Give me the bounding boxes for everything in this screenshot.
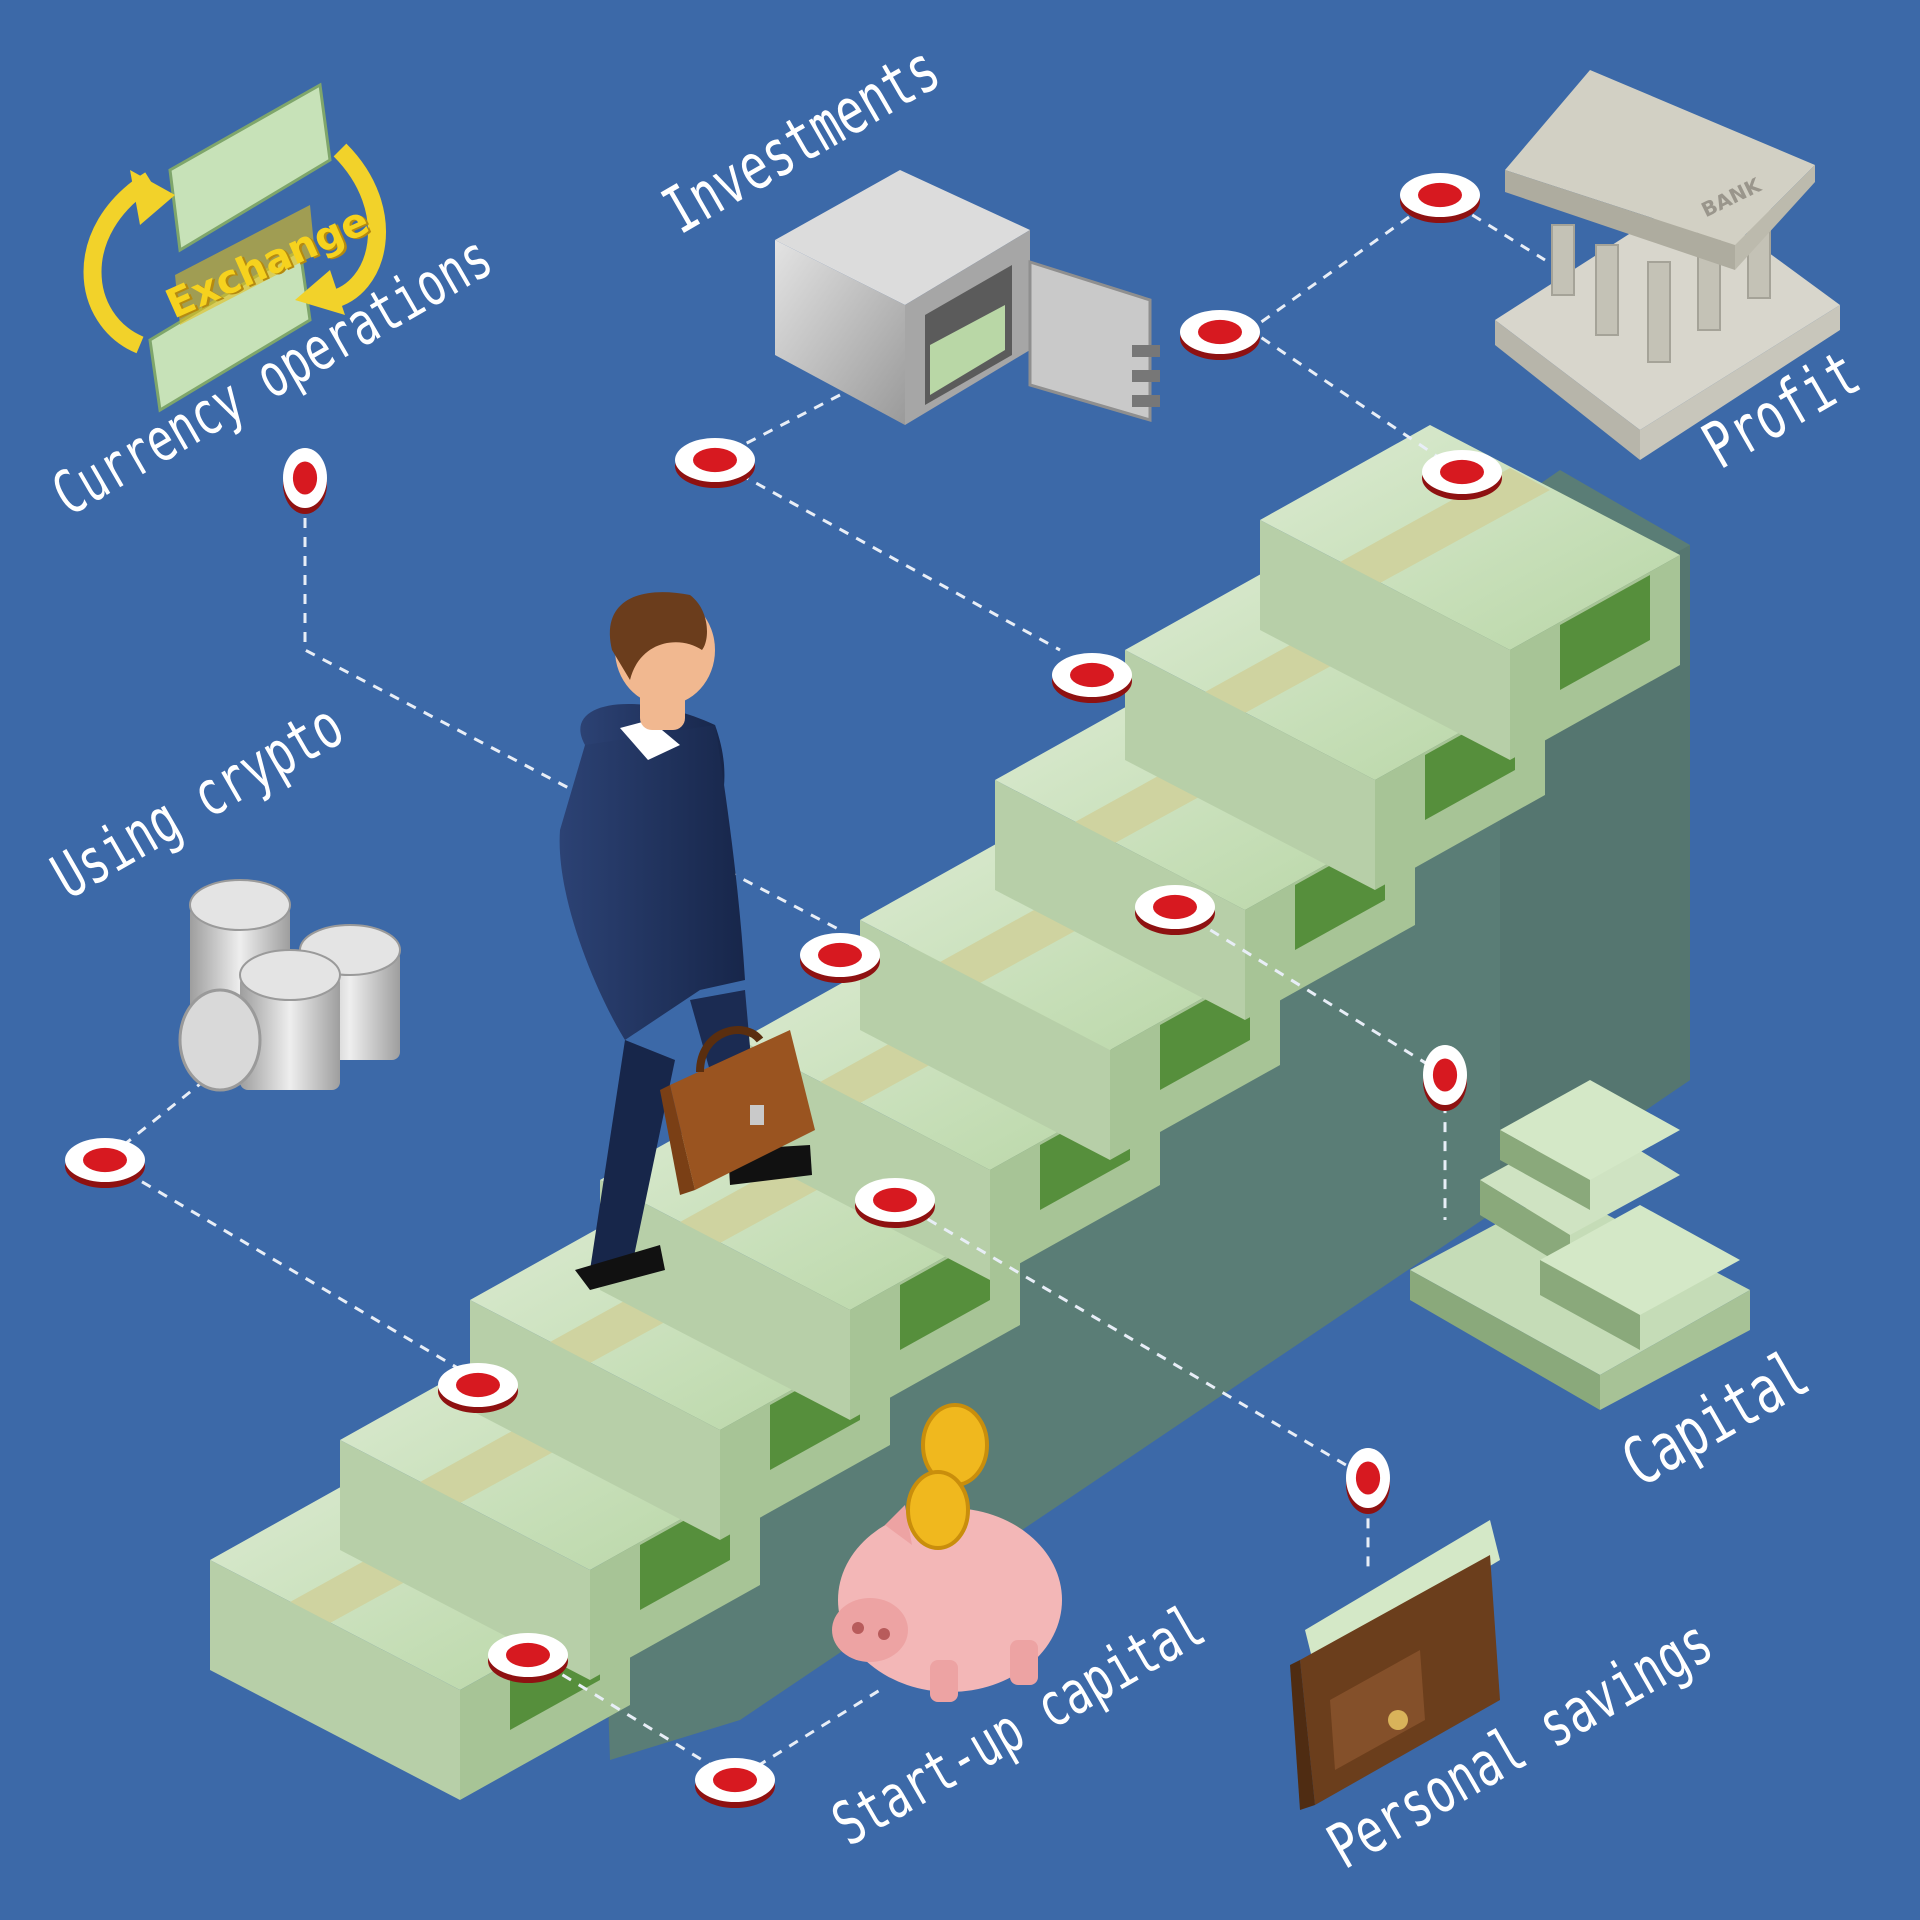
stair-step-front xyxy=(470,1300,720,1540)
marker-dot xyxy=(1355,1461,1381,1495)
marker-dot xyxy=(1070,662,1114,688)
bill-print xyxy=(1560,575,1650,690)
marker-dot xyxy=(1153,894,1197,920)
marker-dot xyxy=(456,1372,500,1398)
stair-step-front xyxy=(600,1180,850,1420)
marker-dot xyxy=(292,461,318,495)
businessman-figure xyxy=(559,592,815,1290)
stair-step-front xyxy=(210,1560,460,1800)
stair-step-top xyxy=(860,825,1280,1050)
marker-dot xyxy=(1198,319,1242,345)
exchange-icon xyxy=(83,82,386,413)
stair-step-top xyxy=(1260,425,1680,650)
money-stack-icon xyxy=(1410,1080,1750,1410)
piggy-bank-icon xyxy=(832,1403,1062,1702)
marker-dot xyxy=(693,447,737,473)
markers xyxy=(65,173,1502,1808)
stair-step-front xyxy=(1125,650,1375,890)
marker-dot xyxy=(873,1187,917,1213)
stair-step-front xyxy=(860,920,1110,1160)
wallet-icon xyxy=(1290,1520,1500,1810)
marker-dot xyxy=(83,1147,127,1173)
crypto-coins-icon xyxy=(178,879,401,1092)
money-staircase xyxy=(210,425,1680,1800)
marker-dot xyxy=(713,1767,757,1793)
stair-step-front xyxy=(340,1440,590,1680)
connector-savings xyxy=(894,1198,1370,1570)
marker-dot xyxy=(506,1642,550,1668)
stair-step-front xyxy=(995,780,1245,1020)
briefcase-icon xyxy=(660,1026,815,1195)
bank-icon xyxy=(1495,70,1840,460)
marker-dot xyxy=(818,942,862,968)
marker-dot xyxy=(1432,1058,1458,1092)
connector-startup xyxy=(529,1653,881,1782)
stair-step-front xyxy=(1260,520,1510,760)
marker-dot xyxy=(1440,459,1484,485)
connector-investments xyxy=(710,393,1061,652)
connector-profit xyxy=(1247,193,1451,467)
safe-icon xyxy=(775,170,1160,425)
connector-crypto xyxy=(102,1078,479,1382)
marker-dot xyxy=(1418,182,1462,208)
bill-band xyxy=(1340,468,1550,583)
